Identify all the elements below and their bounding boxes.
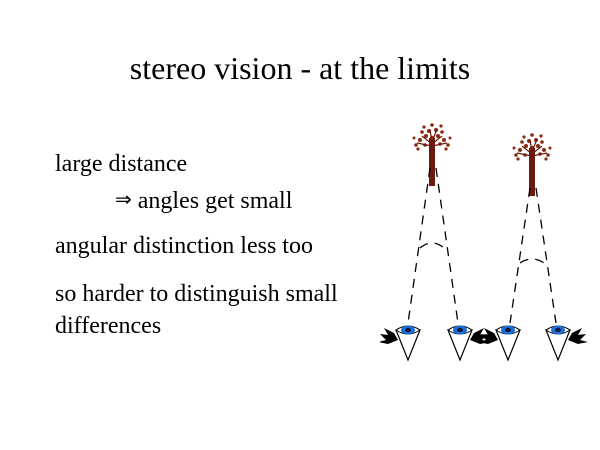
bullet-large-distance: large distance <box>55 150 187 178</box>
eye-icon <box>380 324 421 361</box>
tree-icon <box>511 132 553 197</box>
bullet-angular-distinction: angular distinction less too <box>55 232 313 260</box>
bullet-angles-get-small: ⇒angles get small <box>115 185 292 215</box>
implies-arrow-icon: ⇒ <box>115 187 132 211</box>
eye-icon <box>545 324 589 361</box>
bullet-harder-to-distinguish: so harder to distinguish small <box>55 280 338 308</box>
bullet-text: so harder to distinguish small <box>55 281 338 307</box>
stereo-vision-diagram <box>380 122 589 361</box>
bullet-text: large distance <box>55 151 188 177</box>
bullet-text: differences <box>55 313 162 339</box>
bullet-text: angles get small <box>137 188 293 214</box>
slide-title: stereo vision - at the limits <box>129 50 471 86</box>
sight-lines-right <box>509 187 557 324</box>
sight-lines-left <box>407 167 459 324</box>
bullet-text: angular distinction less too <box>55 233 313 259</box>
tree-icon <box>411 122 453 187</box>
bullet-harder-to-distinguish-continued: differences <box>55 312 161 340</box>
eye-icon <box>477 324 521 361</box>
